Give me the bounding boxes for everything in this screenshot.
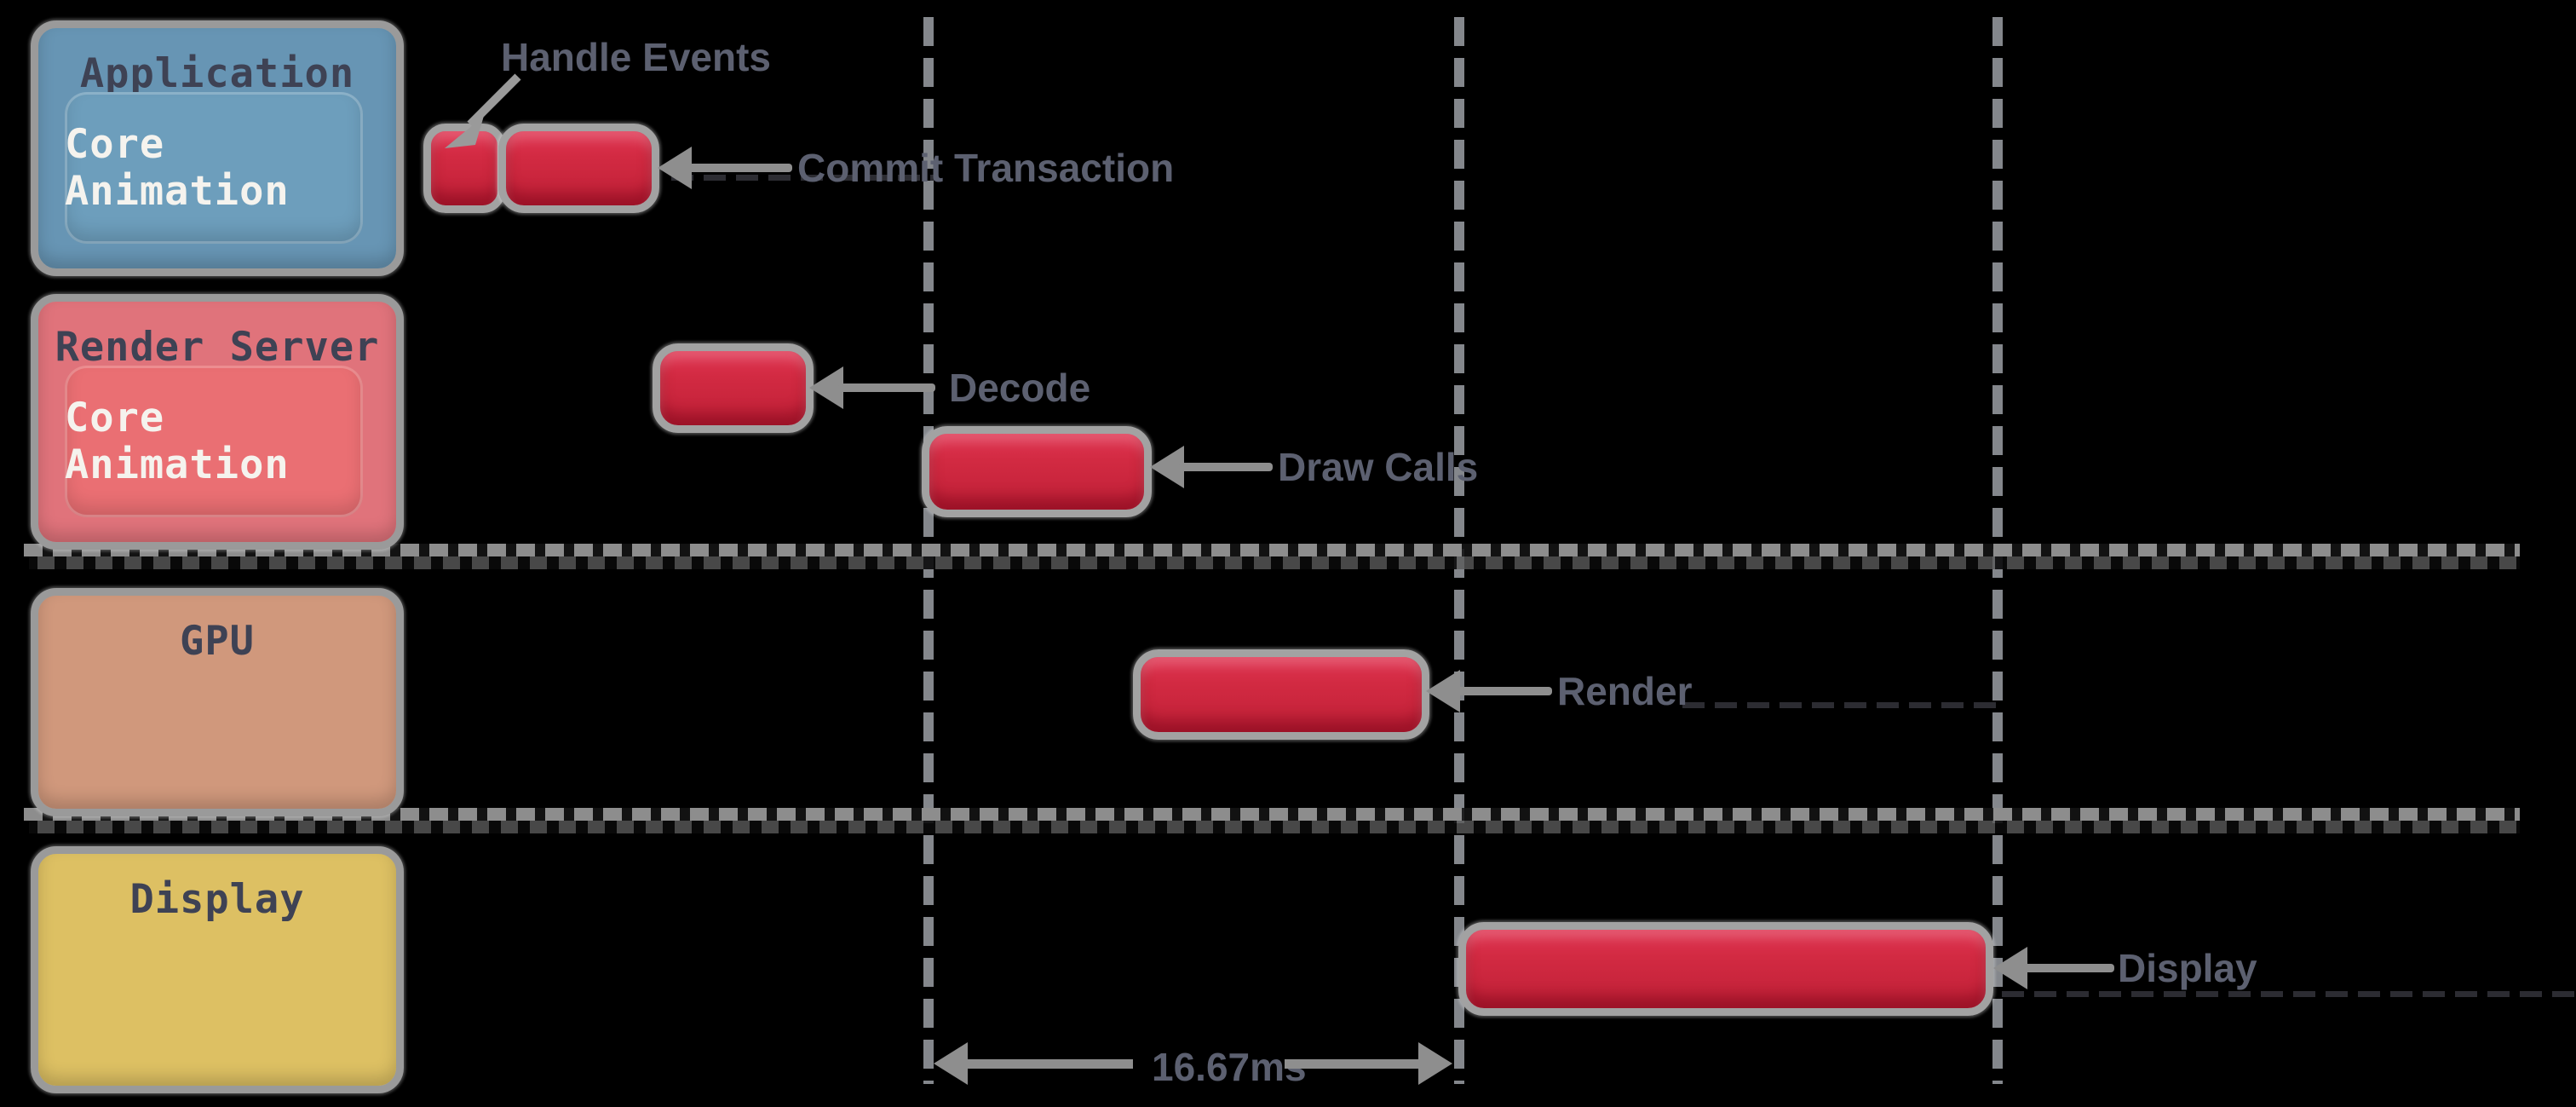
decode-label: Decode	[949, 366, 1091, 410]
draw-calls-label: Draw Calls	[1278, 445, 1479, 489]
faint-line-commit	[671, 175, 935, 181]
handle-events-label: Handle Events	[501, 35, 771, 79]
render-arrowhead-icon	[1426, 670, 1460, 712]
interval-line-left	[961, 1059, 1133, 1069]
decode-arrowhead-icon	[809, 366, 843, 409]
commit-leader-line	[687, 164, 792, 172]
render-bar	[1133, 649, 1429, 740]
render-server-box-title: Render Server	[55, 324, 380, 371]
display-leader-line	[2022, 964, 2114, 972]
render-leader-line	[1455, 687, 1552, 695]
interval-label: 16.67ms	[1152, 1045, 1307, 1089]
display-box: Display	[31, 846, 404, 1093]
decode-bar	[653, 343, 814, 433]
render-server-box: Render Server Core Animation	[31, 294, 404, 550]
draw-calls-bar	[922, 426, 1152, 517]
display-arrowhead-icon	[1993, 947, 2027, 989]
display-bar	[1458, 922, 1993, 1016]
application-core-animation-box: Core Animation	[65, 92, 363, 244]
render-label: Render	[1557, 669, 1693, 713]
decode-leader-line	[838, 383, 935, 392]
handle-events-arrow	[445, 73, 521, 148]
faint-line-display	[2002, 991, 2576, 997]
application-box-title: Application	[79, 50, 355, 97]
draw-calls-arrowhead-icon	[1150, 446, 1184, 488]
gpu-box: GPU	[31, 588, 404, 816]
interval-arrowhead-right-icon	[1418, 1042, 1452, 1085]
application-box: Application Core Animation	[31, 20, 404, 276]
display-label: Display	[2118, 946, 2257, 990]
faint-line-render	[1682, 702, 1998, 708]
commit-transaction-bar	[498, 124, 659, 213]
render-server-core-animation-box: Core Animation	[65, 366, 363, 517]
gpu-box-title: GPU	[180, 618, 255, 665]
draw-calls-leader-line	[1179, 463, 1273, 471]
display-box-title: Display	[129, 876, 305, 923]
divider-band-render-server-gpu	[24, 544, 2520, 569]
commit-transaction-label: Commit Transaction	[797, 146, 1175, 190]
commit-arrowhead-icon	[658, 147, 692, 189]
divider-band-gpu-display	[24, 808, 2520, 833]
interval-line-right	[1285, 1059, 1423, 1069]
